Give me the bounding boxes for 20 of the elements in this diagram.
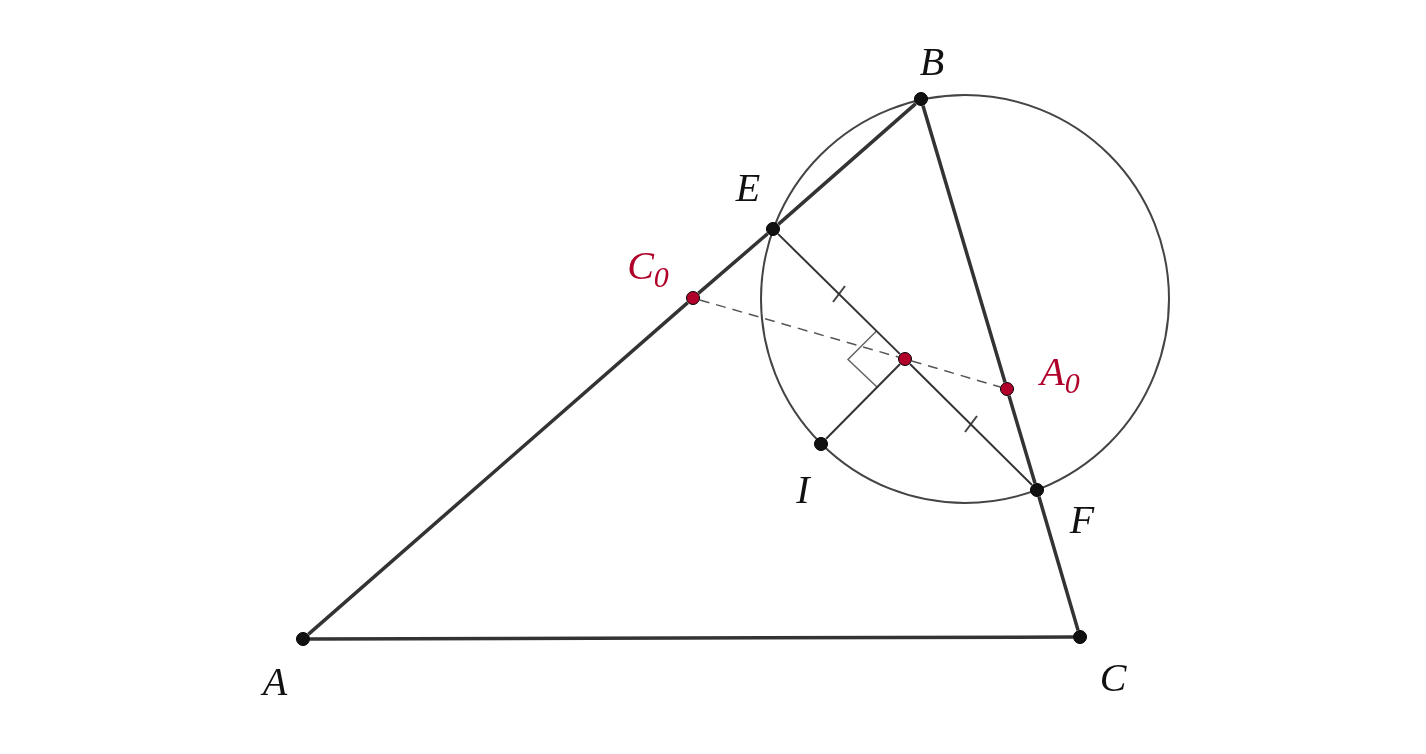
segment — [310, 635, 1073, 641]
point-label: I — [796, 470, 810, 510]
point-label: A$_{0}$ — [1040, 352, 1080, 392]
segment — [921, 105, 1007, 383]
segment — [1037, 496, 1080, 631]
segment — [697, 232, 769, 295]
segment — [777, 102, 917, 226]
segment — [824, 363, 902, 440]
point-label: A — [262, 662, 288, 702]
segment — [307, 301, 689, 636]
dashed-segment — [699, 299, 899, 358]
point-label: F — [1069, 500, 1095, 540]
point-label: C$_{0}$ — [627, 246, 669, 286]
segment — [908, 362, 1034, 487]
segment — [1007, 395, 1037, 484]
point-label: B — [919, 42, 945, 82]
point-label: E — [735, 168, 761, 208]
dashed-segment — [910, 360, 1002, 388]
segment — [777, 232, 901, 356]
point-label: C — [1099, 658, 1127, 698]
